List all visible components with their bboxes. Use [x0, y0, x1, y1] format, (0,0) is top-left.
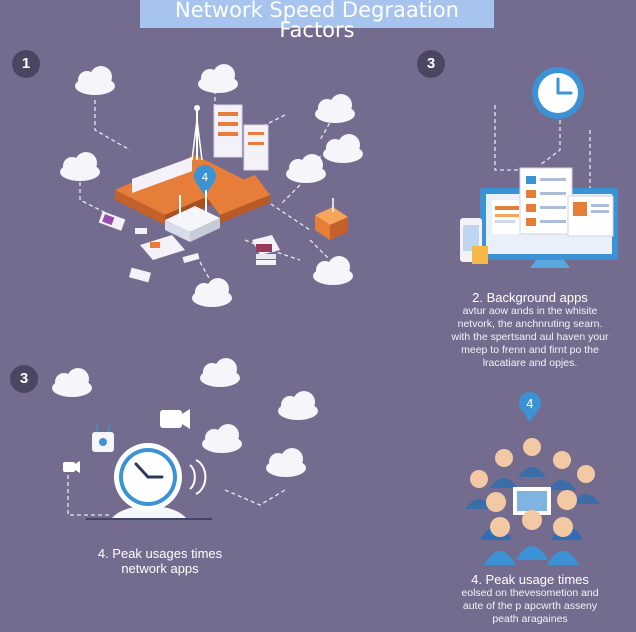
background-apps-line-1: avtur aow ands in the whisite: [462, 305, 598, 317]
page-title: Network Speed Degraation Factors: [140, 0, 494, 41]
background-apps-caption: 2. Background apps avtur aow ands in the…: [432, 290, 628, 370]
cloud-icon: [200, 358, 240, 387]
background-apps-line-2: netvork, the anchnruting searn.: [457, 318, 603, 330]
cloud-icon: [278, 391, 318, 420]
background-apps-line-5: lracatiare and opjes.: [482, 357, 578, 369]
peak-usages-line-1: 4. Peak usages times: [97, 546, 223, 561]
router-icon: [92, 424, 114, 452]
pin-number: 4: [526, 397, 534, 411]
video-camera-icon: [63, 461, 80, 473]
svg-text:4: 4: [202, 171, 209, 184]
peak-usages-caption: 4. Peak usages times network apps: [70, 546, 250, 576]
network-illustration: 4: [98, 104, 348, 283]
monitor-icon: [460, 167, 618, 268]
monitor-connectors: [494, 105, 591, 190]
peak-usage-line-3: peath aragaines: [492, 613, 568, 625]
cloud-icon: [286, 154, 326, 183]
cloud-icon: [202, 424, 242, 453]
background-apps-line-4: meep to frenn and firnt po the: [461, 344, 599, 356]
cloud-icon: [60, 152, 100, 181]
clock-connectors: [67, 475, 286, 516]
peak-usage-line-1: eolsed on thevesometion and: [461, 587, 599, 599]
step-badge-3-top: 3: [417, 50, 445, 78]
clock-icon: [532, 67, 584, 119]
cloud-icon: [75, 66, 115, 95]
background-apps-line-3: with the spertsand aul haven your: [451, 331, 609, 343]
map-pin-icon: [519, 392, 541, 422]
people-group: [465, 438, 600, 565]
background-apps-heading: 2. Background apps: [472, 290, 588, 305]
video-camera-icon: [160, 409, 190, 429]
peak-usage-caption: 4. Peak usage times eolsed on thevesomet…: [440, 572, 620, 626]
peak-usages-line-2: network apps: [121, 561, 199, 576]
step-badge-1: 1: [12, 50, 40, 78]
cloud-icon: [52, 368, 92, 397]
step-badge-3-mid: 3: [10, 365, 38, 393]
peak-usage-line-2: aute of the p apcwrth asseny: [462, 600, 598, 612]
cloud-icon: [313, 256, 353, 285]
cloud-icon: [192, 278, 232, 307]
peak-usage-heading: 4. Peak usage times: [471, 572, 589, 587]
cloud-icon: [266, 448, 306, 477]
cloud-icon: [323, 134, 363, 163]
clock-icon: [86, 443, 212, 520]
cloud-icon: [315, 94, 355, 123]
cloud-icon: [198, 64, 238, 93]
